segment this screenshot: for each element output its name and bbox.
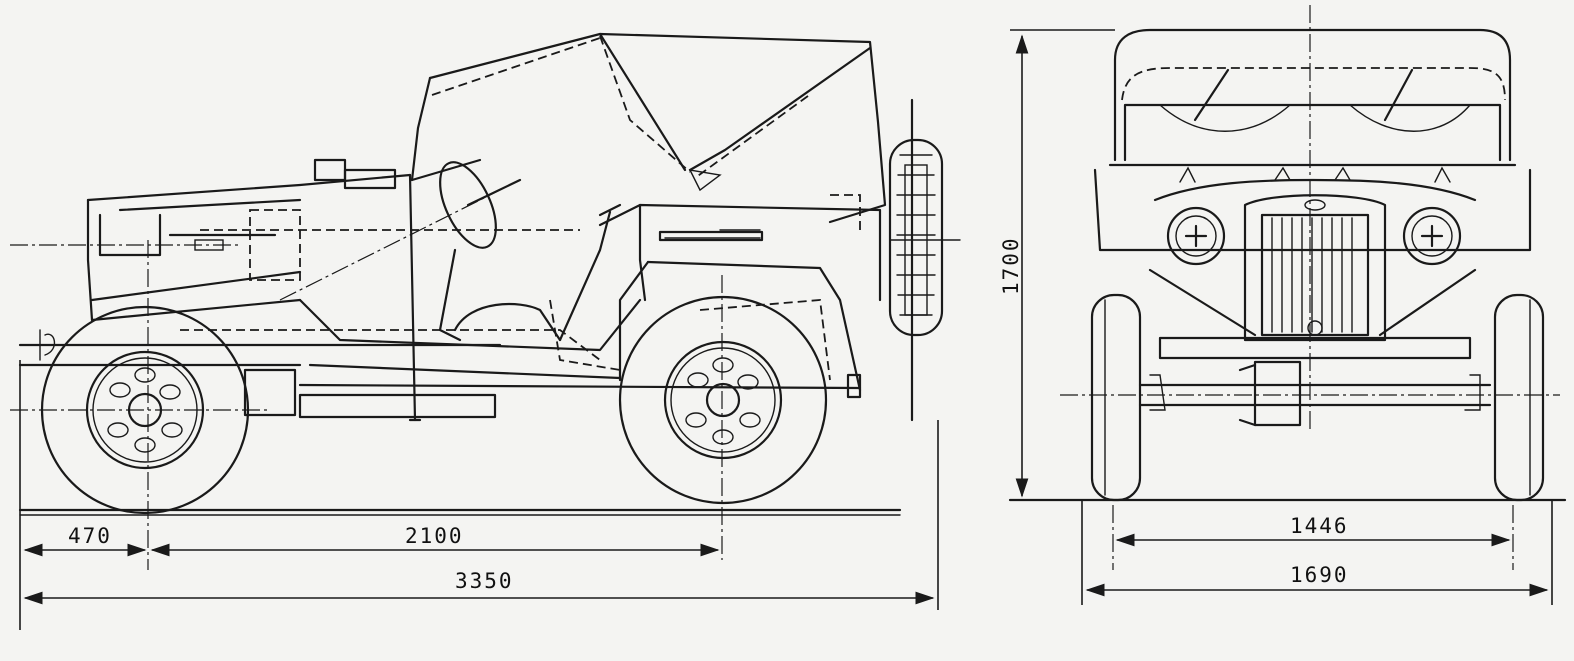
vehicle-body <box>86 173 882 392</box>
dim-track-label: 1446 <box>1290 514 1349 538</box>
dim-overall-width: 1690 <box>1081 500 1553 605</box>
headlight-left <box>1166 206 1226 266</box>
steering-axis <box>279 179 521 301</box>
rear-wheel <box>618 295 828 505</box>
seat <box>453 203 622 342</box>
dim-overall-length: 3350 <box>23 420 939 610</box>
headlight-right <box>1402 206 1462 266</box>
dim-height-label: 1700 <box>999 236 1023 295</box>
windshield <box>1108 28 1517 167</box>
front-view: 1700 1446 1690 <box>999 5 1567 605</box>
spare-wheel <box>888 98 961 422</box>
front-axle <box>1138 360 1492 427</box>
dim-overall-width-label: 1690 <box>1290 563 1349 587</box>
engine-hood <box>98 158 422 422</box>
radiator-grille <box>1243 194 1387 342</box>
soft-top <box>410 32 887 224</box>
front-view-wheel-right <box>1493 293 1545 502</box>
dim-front-overhang-label: 470 <box>68 524 112 548</box>
dim-overall-length-label: 3350 <box>455 569 514 593</box>
dim-track: 1446 <box>1115 514 1511 547</box>
front-body <box>1093 166 1532 337</box>
front-view-wheel-left <box>1090 293 1142 502</box>
dim-wheelbase-label: 2100 <box>405 524 464 548</box>
side-view: 470 2100 3350 <box>10 32 961 630</box>
dim-height: 1700 <box>999 29 1115 498</box>
front-bumper <box>1158 336 1472 360</box>
chassis-frame <box>18 329 862 419</box>
dim-front-overhang: 470 <box>19 360 147 630</box>
dim-wheelbase: 2100 <box>150 524 720 557</box>
